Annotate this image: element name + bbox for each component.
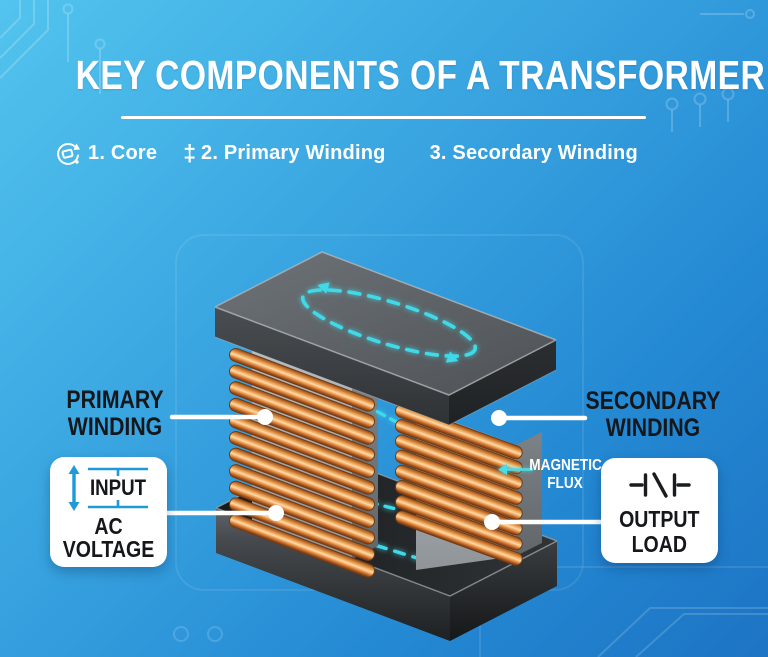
legend-core-label: 1. Core	[88, 141, 158, 164]
secondary-coil	[395, 404, 523, 566]
output-label-line2: LOAD	[631, 530, 688, 557]
open-switch-icon	[628, 472, 691, 498]
input-subtitle: AC VOLTAGE	[59, 513, 158, 563]
legend-item-secondary-winding: 3. Secordary Winding	[430, 142, 638, 165]
core-top-plate	[214, 251, 557, 426]
input-subtitle-line2: VOLTAGE	[62, 536, 155, 563]
leader-lines	[163, 414, 604, 525]
output-callout: OUTPUT LOAD	[601, 458, 718, 563]
legend-item-core: 1. Core	[54, 140, 157, 167]
leader-dot-primary	[257, 409, 273, 425]
primary-winding-line1: PRIMARY	[66, 386, 164, 414]
output-label-line1: OUTPUT	[619, 506, 700, 532]
leader-dot-secondary	[491, 410, 507, 426]
winding-symbol-icon: ‡	[183, 139, 196, 166]
input-callout-header: INPUT	[50, 465, 167, 511]
input-title: INPUT	[89, 475, 146, 500]
legend-primary-label: 2. Primary Winding	[201, 141, 386, 164]
leader-dots	[257, 409, 507, 530]
secondary-winding-line1: SECONDARY	[585, 387, 721, 415]
page-title: KEY COMPONENTS OF A TRANSFORMER	[75, 52, 766, 98]
input-callout: INPUT AC VOLTAGE	[50, 457, 167, 567]
magnetic-flux-arrow-icon	[498, 464, 533, 475]
output-label: OUTPUT LOAD	[619, 507, 699, 557]
magnetic-flux-label: MAGNETIC FLUX	[529, 457, 602, 493]
leader-dot-input	[268, 505, 284, 521]
legend-secondary-label: 3. Secordary Winding	[429, 141, 638, 164]
flux-loop-top	[300, 282, 478, 363]
primary-winding-line2: WINDING	[67, 413, 163, 441]
magnetic-flux-line1: MAGNETIC	[529, 457, 602, 474]
output-callout-inner: OUTPUT LOAD	[601, 458, 718, 557]
circular-arrows-icon	[57, 142, 80, 165]
legend-item-primary-winding: ‡ 2. Primary Winding	[183, 139, 386, 166]
primary-winding-label: PRIMARY WINDING	[48, 387, 182, 441]
bracket-top-icon	[87, 467, 148, 476]
legend-row: 1. Core ‡ 2. Primary Winding 3. Secordar…	[54, 137, 638, 169]
title-underline	[121, 116, 646, 119]
header: KEY COMPONENTS OF A TRANSFORMER	[0, 52, 768, 99]
input-title-block: INPUT	[85, 467, 151, 509]
leader-dot-output	[484, 514, 500, 530]
vertical-double-arrow-icon	[68, 465, 79, 511]
magnetic-flux-line2: FLUX	[547, 474, 583, 492]
input-subtitle-line1: AC	[94, 513, 123, 539]
secondary-winding-label: SECONDARY WINDING	[584, 388, 722, 442]
bracket-bottom-icon	[87, 500, 148, 509]
secondary-winding-line2: WINDING	[605, 414, 701, 442]
